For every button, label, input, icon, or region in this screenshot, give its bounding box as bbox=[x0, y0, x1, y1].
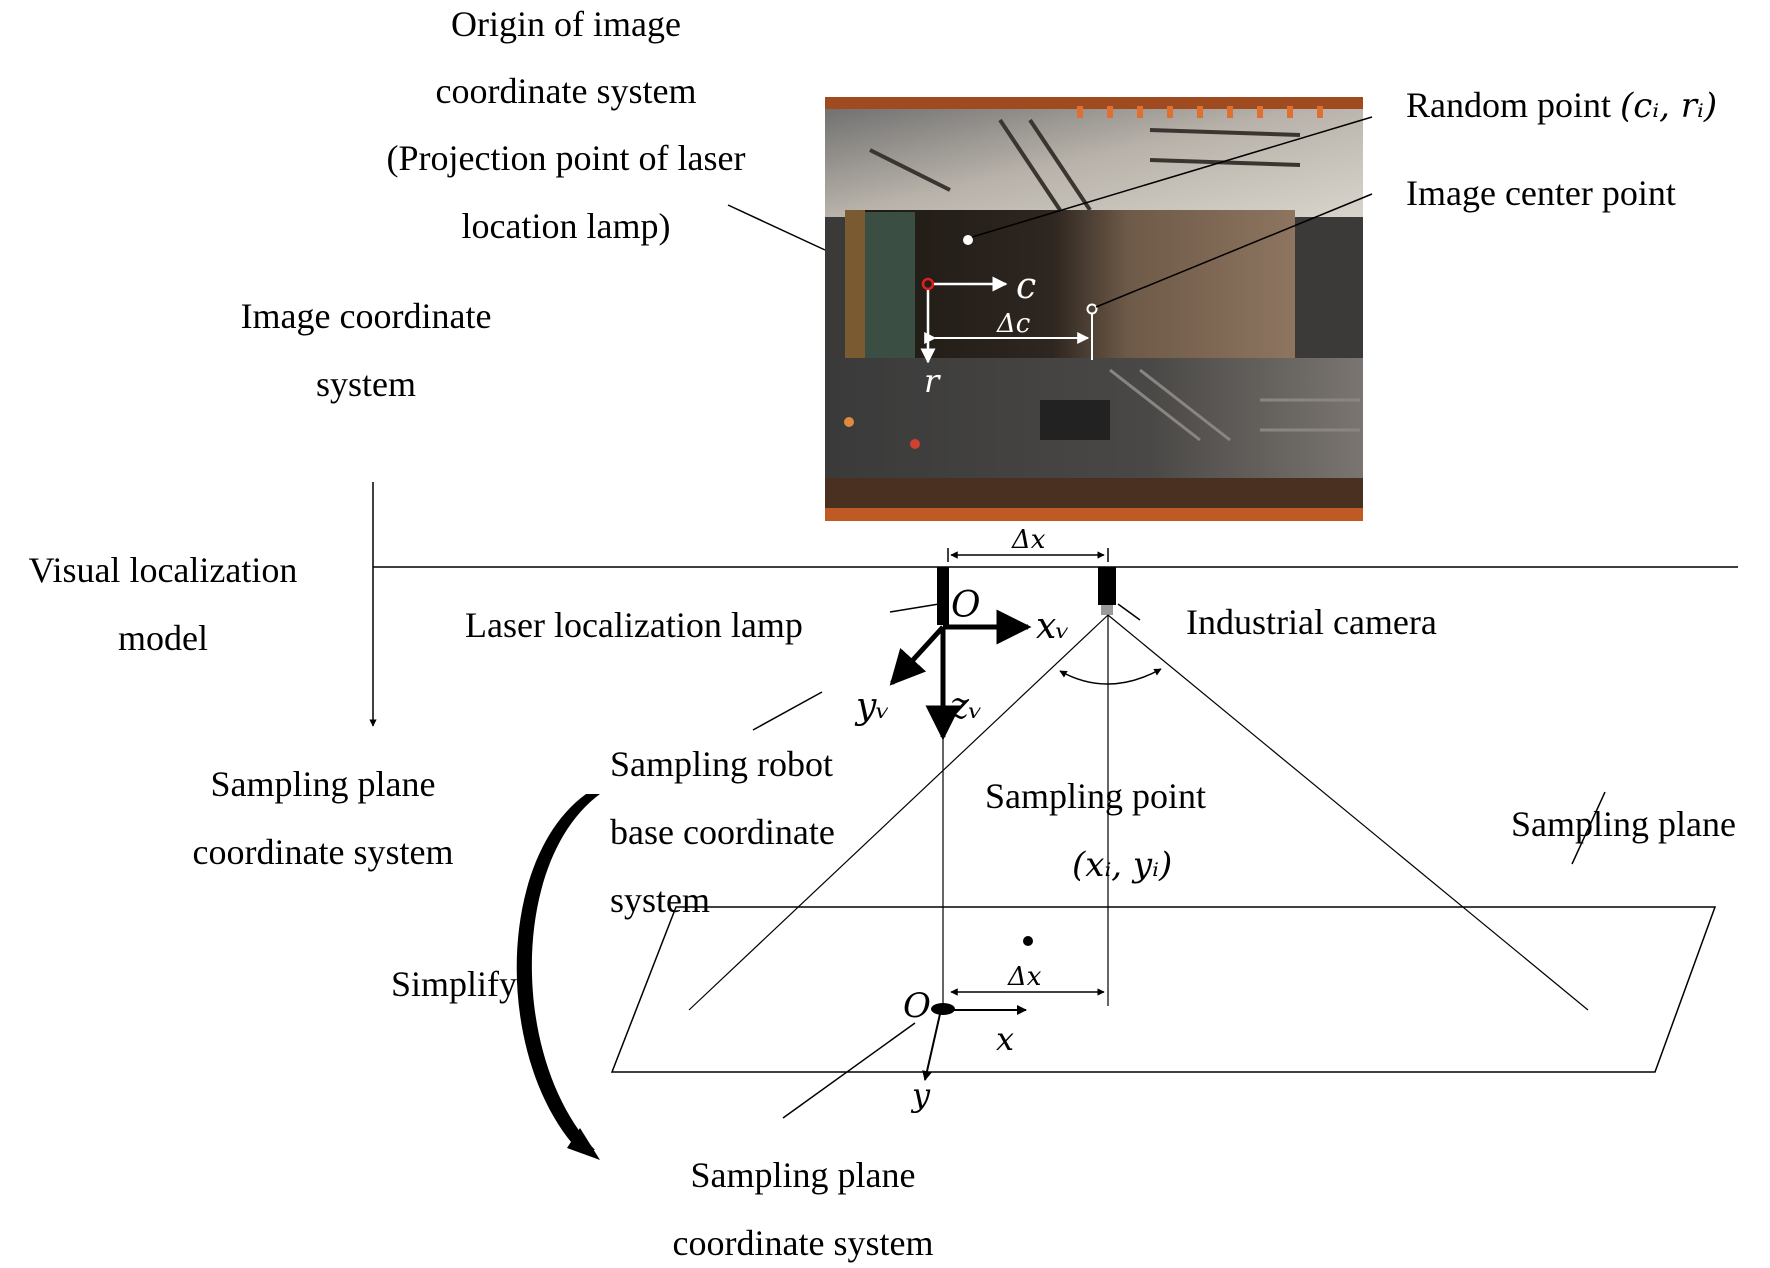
random-point-marker bbox=[963, 235, 973, 245]
laser-lamp-body bbox=[937, 567, 949, 625]
plane-cs-left-label-line-1: Sampling plane bbox=[211, 764, 436, 804]
random-point-text: Random point bbox=[1406, 85, 1611, 125]
overhead-photo: c r Δc bbox=[825, 97, 1363, 521]
random-point-coords: (cᵢ, rᵢ) bbox=[1620, 86, 1717, 126]
camera-body bbox=[1098, 567, 1116, 605]
robot-base-label-line-3: system bbox=[610, 880, 710, 920]
fov-angle-arc bbox=[1059, 668, 1162, 685]
random-point-leader bbox=[971, 116, 1373, 238]
image-center-leader bbox=[1095, 193, 1373, 308]
image-center-label: Image center point bbox=[1406, 173, 1676, 213]
industrial-camera-label: Industrial camera bbox=[1186, 602, 1437, 642]
fov-left-line bbox=[688, 614, 1109, 1011]
plane-cs-leader bbox=[782, 1022, 916, 1119]
simplify-label: Simplify bbox=[391, 964, 517, 1004]
text-labels: Origin of image coordinate system (Proje… bbox=[29, 4, 1736, 1263]
image-r-axis-label: r bbox=[924, 362, 941, 400]
origin-label-line-2: coordinate system bbox=[436, 71, 697, 111]
fov-right-line bbox=[1107, 614, 1589, 1011]
sampling-plane-label: Sampling plane bbox=[1511, 804, 1736, 844]
camera-leader bbox=[1117, 603, 1141, 621]
laser-lamp-leader bbox=[889, 603, 940, 613]
leader-lines bbox=[727, 116, 1606, 1119]
plane-cs-bottom-label-line-2: coordinate system bbox=[673, 1223, 934, 1263]
laser-lamp-label: Laser localization lamp bbox=[465, 605, 803, 645]
visual-model-label-line-1: Visual localization bbox=[29, 550, 298, 590]
robot-base-label-line-1: Sampling robot bbox=[610, 744, 833, 784]
origin-label-line-1: Origin of image bbox=[451, 4, 681, 44]
visual-model-label-line-2: model bbox=[118, 618, 208, 658]
image-coord-label-line-1: Image coordinate bbox=[241, 296, 492, 336]
simplify-curve bbox=[516, 794, 600, 1150]
left-flow bbox=[369, 482, 1738, 1160]
world-origin-label: O bbox=[951, 585, 981, 626]
delta-c-label: Δc bbox=[996, 309, 1031, 339]
image-origin-marker bbox=[921, 277, 935, 291]
robot-base-leader bbox=[752, 691, 823, 731]
origin-label-line-4: location lamp) bbox=[462, 206, 671, 246]
plane-y-axis-arrow bbox=[922, 1013, 941, 1081]
sampling-plane-leader bbox=[1571, 791, 1606, 865]
plane-origin-marker bbox=[931, 1003, 955, 1015]
plane-x-axis-label: x bbox=[996, 1020, 1014, 1058]
plane-cs-bottom-label-line-1: Sampling plane bbox=[691, 1155, 916, 1195]
camera-lens bbox=[1101, 605, 1113, 615]
sampling-point-coords: (xᵢ, yᵢ) bbox=[1072, 845, 1172, 885]
zw-axis-label: zᵥ bbox=[949, 686, 982, 727]
sampling-plane-outline bbox=[610, 906, 1717, 1073]
robot-base-label-line-2: base coordinate bbox=[610, 812, 835, 852]
plane-cs-left-label-line-2: coordinate system bbox=[193, 832, 454, 872]
plane-origin-label: O bbox=[903, 986, 931, 1026]
world-setup: Δx O xᵥ yᵥ zᵥ Δx O x y bbox=[610, 525, 1717, 1114]
origin-label-line-3: (Projection point of laser bbox=[387, 138, 746, 178]
xw-axis-label: xᵥ bbox=[1036, 606, 1070, 647]
yw-axis-arrow bbox=[889, 625, 945, 686]
yw-axis-label: yᵥ bbox=[854, 686, 890, 727]
image-center-marker bbox=[1086, 303, 1098, 315]
simplify-arrowhead bbox=[567, 1128, 600, 1160]
delta-x-top-label: Δx bbox=[1011, 525, 1046, 555]
origin-leader bbox=[727, 204, 826, 251]
random-point-label: Random point (cᵢ, rᵢ) bbox=[1406, 85, 1717, 126]
plane-y-axis-label: y bbox=[910, 1076, 931, 1114]
image-c-axis-label: c bbox=[1016, 266, 1036, 307]
delta-x-bottom-label: Δx bbox=[1007, 962, 1042, 992]
sampling-point-label: Sampling point bbox=[985, 776, 1206, 816]
sampling-point-marker bbox=[1023, 936, 1033, 946]
image-coord-label-line-2: system bbox=[316, 364, 416, 404]
